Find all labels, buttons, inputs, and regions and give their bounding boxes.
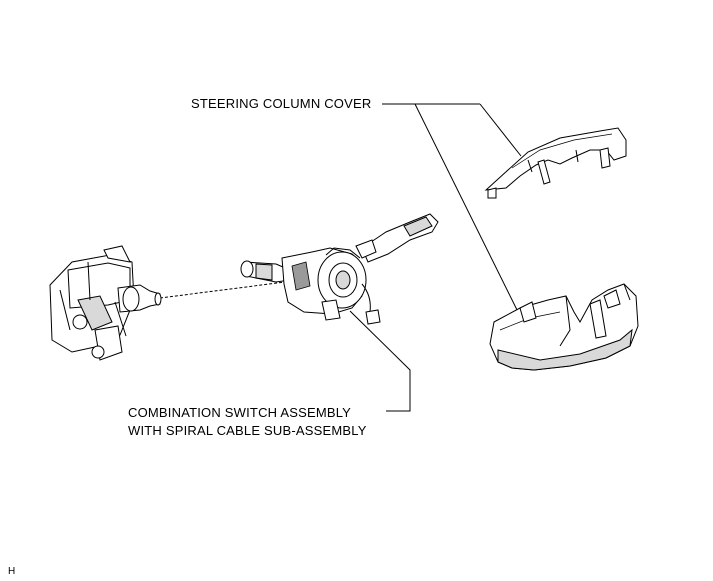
combination-switch-label: COMBINATION SWITCH ASSEMBLY WITH SPIRAL … (128, 404, 367, 440)
combination-switch-label-line2: WITH SPIRAL CABLE SUB-ASSEMBLY (128, 423, 367, 438)
upper-steering-column-cover (484, 127, 627, 199)
steering-column-cover-label: STEERING COLUMN COVER (191, 96, 372, 111)
steering-column (49, 245, 162, 361)
combination-switch-label-line1: COMBINATION SWITCH ASSEMBLY (128, 405, 352, 420)
cover-leader-lines (382, 103, 523, 321)
switch-leader-line (349, 310, 411, 412)
combination-switch-assembly (240, 213, 439, 325)
lower-steering-column-cover (489, 283, 639, 371)
illustration-code: H (8, 566, 16, 577)
alignment-dashed-line (159, 281, 286, 299)
